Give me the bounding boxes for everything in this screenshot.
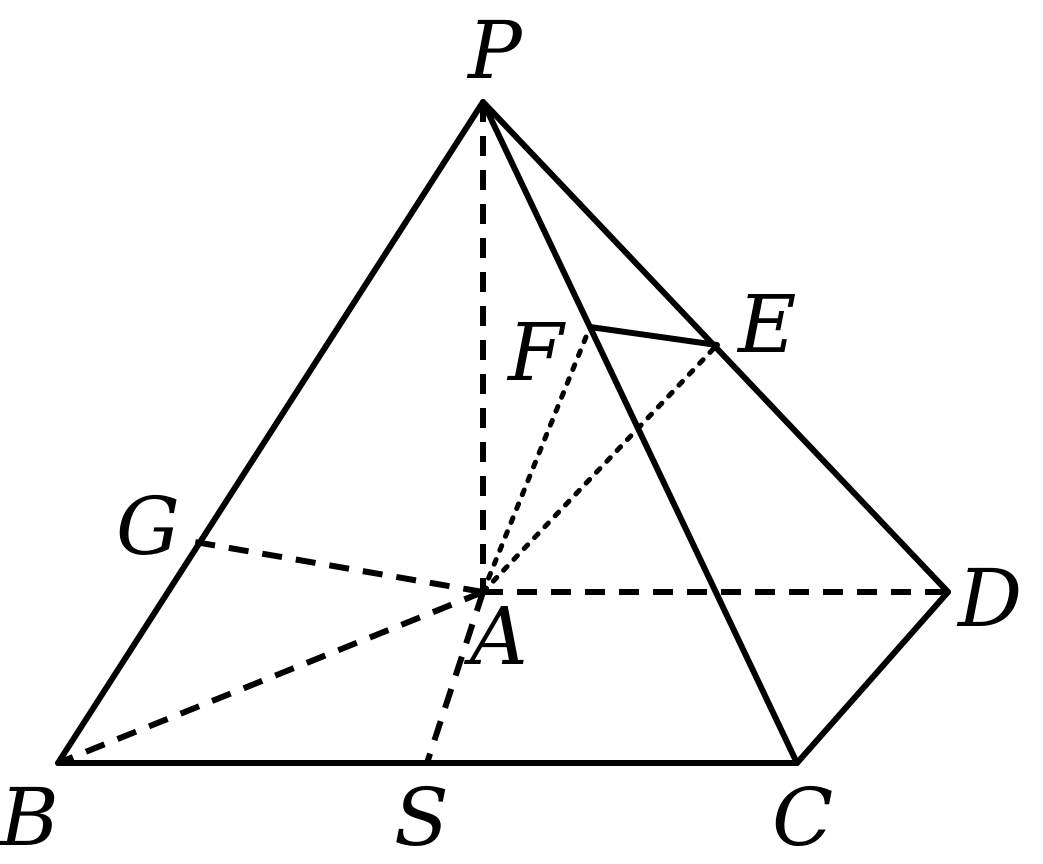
label-D: D: [956, 552, 1022, 645]
dotted-edges: [480, 324, 720, 595]
segment-AE: [480, 342, 720, 595]
segment-AS: [424, 591, 486, 764]
solid-edges: [55, 99, 951, 766]
label-P: P: [466, 4, 523, 97]
dashed-edges: [56, 102, 948, 766]
edge-CD: [794, 589, 951, 766]
label-B: B: [0, 771, 59, 864]
label-S: S: [394, 771, 449, 864]
segment-AF: [480, 324, 593, 595]
edge-PB: [55, 99, 486, 766]
segment-FE: [587, 324, 720, 348]
label-F: F: [506, 306, 566, 399]
segment-AG: [194, 539, 484, 595]
edge-PC: [480, 99, 800, 766]
vertex-labels: P E F G A D B S C: [0, 4, 1022, 864]
label-A: A: [463, 590, 528, 683]
label-C: C: [772, 771, 833, 864]
label-E: E: [736, 278, 796, 371]
edge-AB: [56, 589, 485, 766]
label-G: G: [116, 480, 180, 573]
